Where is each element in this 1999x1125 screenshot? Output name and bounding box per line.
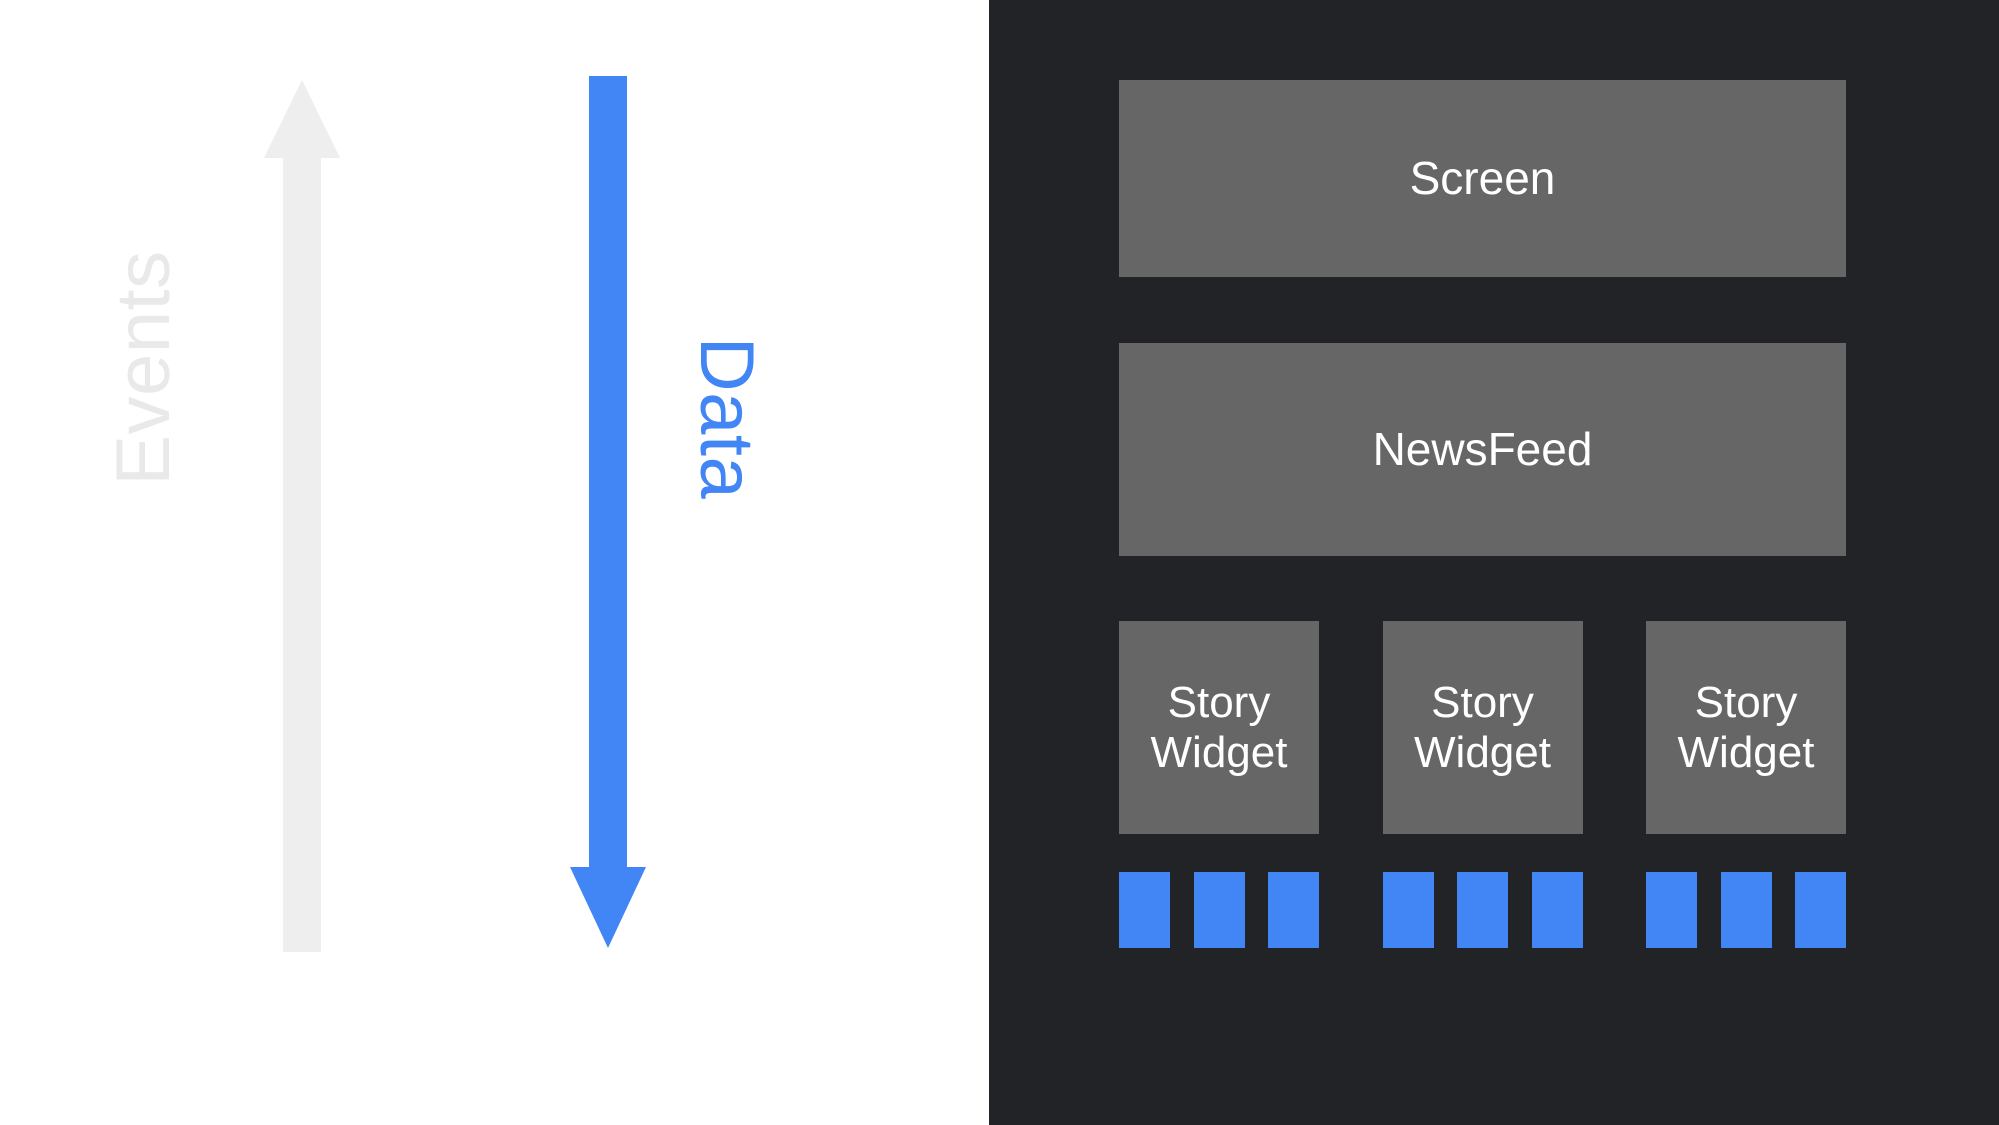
data-flow-label: Data: [684, 336, 769, 500]
node-story-widget-1-label-line2: Widget: [1150, 727, 1288, 777]
node-screen-label: Screen: [1409, 151, 1556, 204]
chip-3-1[interactable]: [1646, 872, 1697, 948]
chip-group-2: [1382, 872, 1583, 948]
node-story-widget-3-label-line1: Story: [1694, 678, 1798, 728]
chip-3-2[interactable]: [1720, 872, 1772, 948]
node-newsfeed-label: NewsFeed: [1372, 422, 1593, 475]
node-screen[interactable]: Screen: [1119, 80, 1846, 277]
chip-2-2[interactable]: [1457, 872, 1508, 948]
node-story-widget-3-label-line2: Widget: [1677, 727, 1815, 777]
chip-3-3[interactable]: [1795, 872, 1846, 948]
flow-arrows-pane: Events Data: [0, 0, 989, 1125]
node-story-widget-1-label-line1: Story: [1167, 678, 1271, 728]
chip-group-3: [1646, 872, 1846, 948]
events-arrow-up-icon: [262, 76, 342, 952]
chip-1-2[interactable]: [1193, 872, 1245, 948]
node-story-widget-2-label-line2: Widget: [1414, 727, 1551, 777]
node-story-widget-2-label-line1: Story: [1431, 678, 1534, 728]
chip-group-1: [1119, 872, 1319, 948]
chip-2-3[interactable]: [1531, 872, 1583, 948]
node-story-widget-2[interactable]: Story Widget: [1382, 621, 1583, 834]
chip-1-3[interactable]: [1268, 872, 1319, 948]
node-story-widget-3[interactable]: Story Widget: [1646, 621, 1846, 834]
leaf-chip-row: [1119, 872, 1846, 948]
events-flow-label: Events: [101, 250, 186, 486]
node-story-widget-1[interactable]: Story Widget: [1119, 621, 1319, 834]
chip-1-1[interactable]: [1119, 872, 1170, 948]
chip-2-1[interactable]: [1382, 872, 1434, 948]
data-arrow-down-icon: [568, 76, 648, 952]
story-widget-row: Story Widget Story Widget Story Widget: [1119, 621, 1846, 834]
node-newsfeed[interactable]: NewsFeed: [1119, 343, 1846, 556]
component-tree-pane: Screen NewsFeed Story Widget Story Widge…: [989, 0, 1999, 1125]
